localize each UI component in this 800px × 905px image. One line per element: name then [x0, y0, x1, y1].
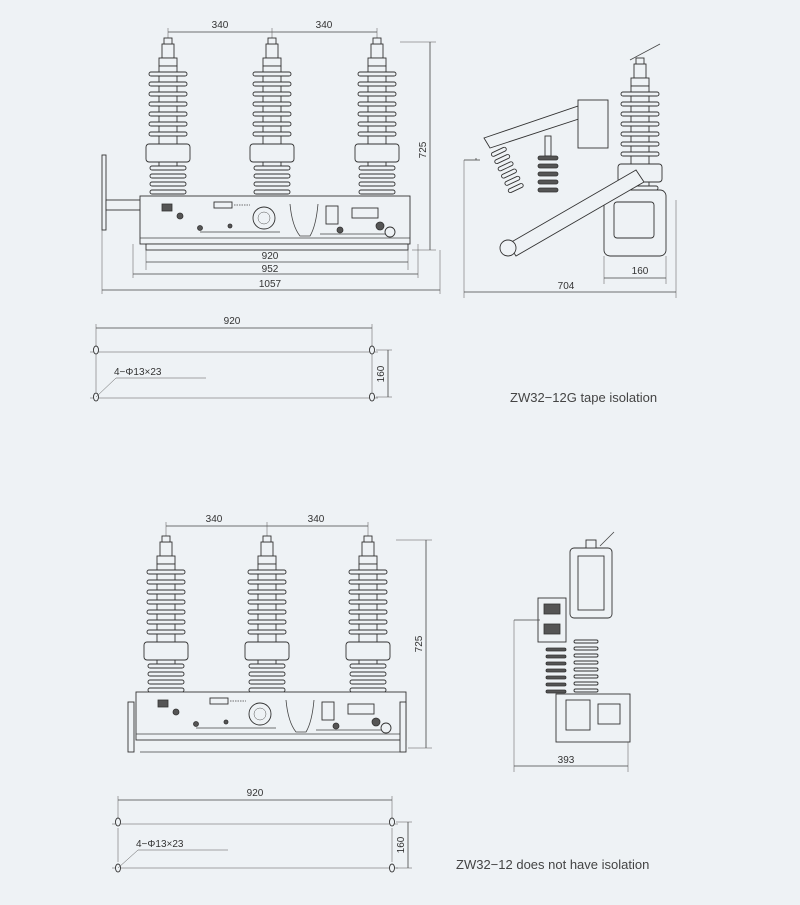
top-side-view: 160 704 — [463, 43, 677, 298]
bottom-side-view: 393 — [513, 531, 631, 772]
top-hole-1 — [93, 345, 99, 355]
bottom-plan-holes: 4−Φ13×23 — [136, 839, 184, 850]
top-caption: ZW32−12G tape isolation — [510, 390, 657, 405]
bottom-front-view: 340 340 725 — [127, 514, 432, 753]
bottom-caption: ZW32−12 does not have isolation — [456, 857, 649, 872]
bottom-hole-4 — [389, 863, 395, 873]
bottom-mounting-plan: 920 160 4−Φ13×23 — [112, 788, 412, 873]
bottom-height: 725 — [414, 635, 425, 652]
bottom-hole-1 — [115, 817, 121, 827]
top-plan-holes: 4−Φ13×23 — [114, 367, 162, 378]
bottom-hole-2 — [389, 817, 395, 827]
top-plan-width: 920 — [224, 316, 241, 327]
top-width-920: 920 — [262, 251, 279, 262]
top-pitch-right: 340 — [316, 20, 333, 31]
bottom-plan-width: 920 — [247, 788, 264, 799]
top-width-952: 952 — [262, 264, 279, 275]
top-side-base: 160 — [632, 266, 649, 277]
top-hole-2 — [369, 345, 375, 355]
top-front-view: 340 340 725 920 952 1057 — [101, 20, 441, 294]
bottom-pitch-right: 340 — [308, 514, 325, 525]
top-plan-depth: 160 — [376, 365, 387, 382]
bottom-pitch-left: 340 — [206, 514, 223, 525]
top-height: 725 — [418, 141, 429, 158]
top-pitch-left: 340 — [212, 20, 229, 31]
top-width-1057: 1057 — [259, 279, 282, 290]
top-mounting-plan: 920 160 4−Φ13×23 — [90, 316, 392, 402]
bottom-plan-depth: 160 — [396, 836, 407, 853]
top-mechanism-box — [139, 195, 411, 245]
top-side-depth: 704 — [558, 281, 575, 292]
top-hole-4 — [369, 392, 375, 402]
bottom-mechanism-box — [135, 691, 407, 741]
bottom-side-depth: 393 — [558, 755, 575, 766]
